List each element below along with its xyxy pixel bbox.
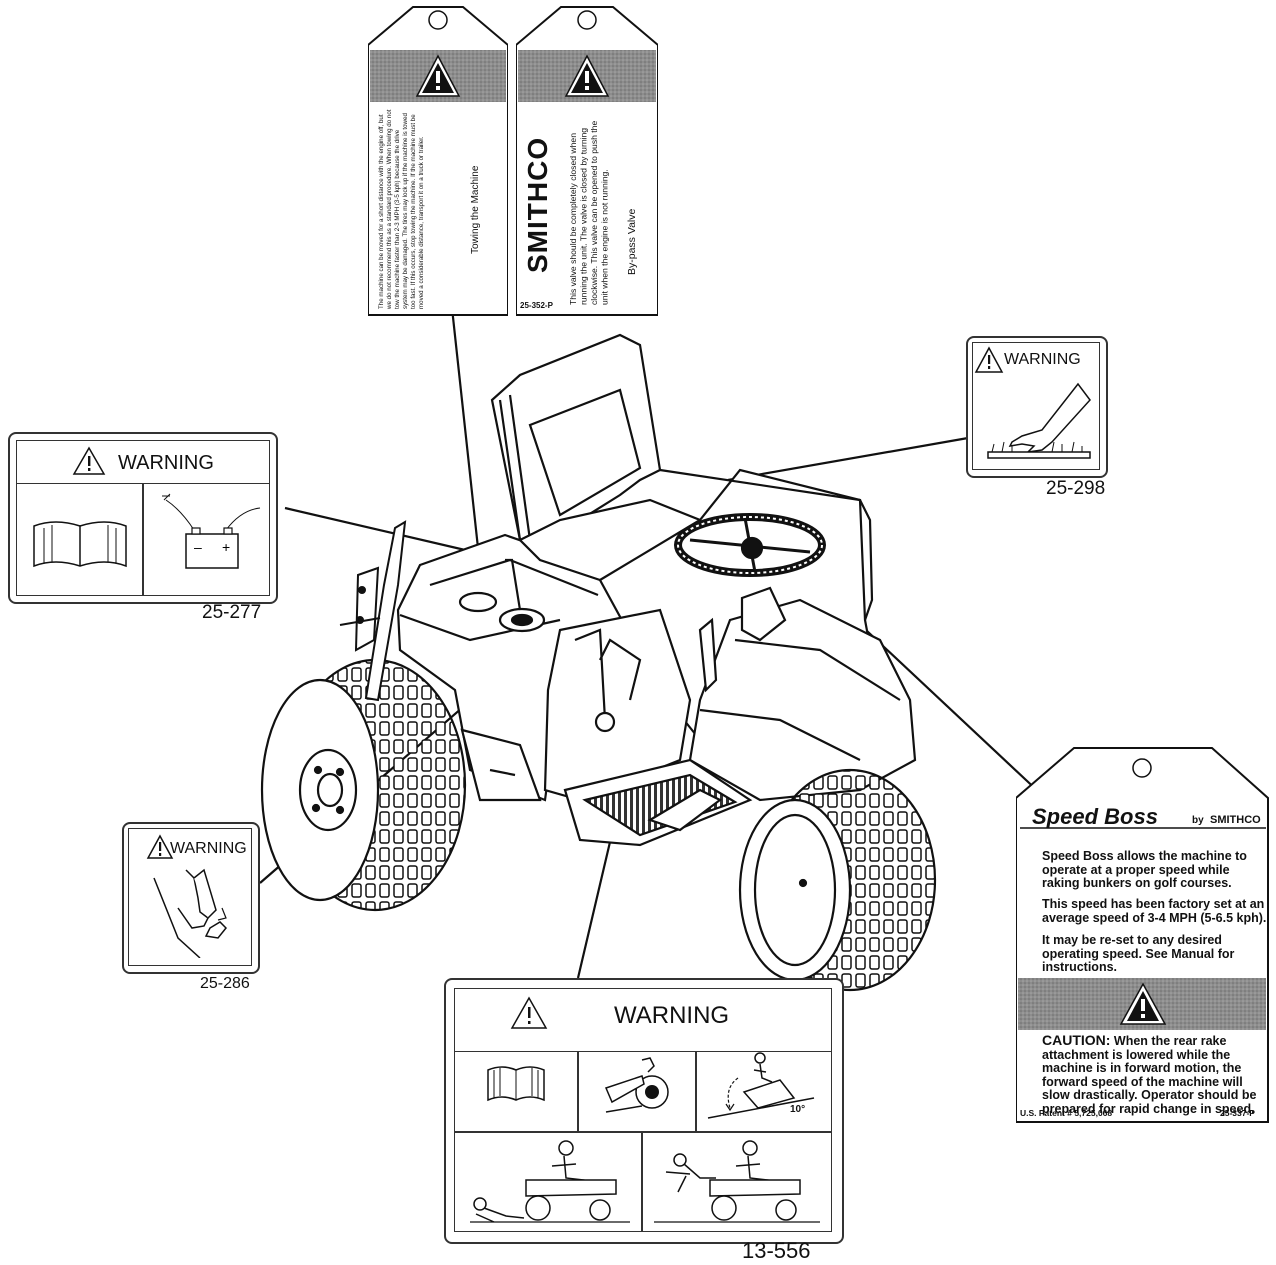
bypass-title: By-pass Valve	[626, 208, 638, 275]
towing-hang-tag: Towing the Machine The machine can be mo…	[368, 5, 508, 317]
part-number-25-286: 25-286	[200, 975, 250, 992]
caution-text: When the rear rake attachment is lowered…	[1042, 1034, 1257, 1116]
warning-triangle-icon	[1119, 982, 1167, 1025]
bypass-hang-tag: By-pass Valve This valve should be compl…	[516, 5, 658, 317]
warning-text: WARNING	[1004, 351, 1081, 368]
svg-text:+: +	[222, 539, 230, 555]
label-13-556: WARNING 10°	[444, 978, 844, 1244]
warning-text: WARNING	[170, 840, 247, 857]
bypass-body-text: This valve should be completely closed w…	[568, 120, 610, 305]
warning-text: WARNING	[614, 1002, 730, 1029]
speed-boss-patent: U.S. Patent # 5,725,068	[1020, 1108, 1113, 1118]
speed-boss-title: Speed Boss	[1032, 804, 1158, 829]
label-25-286: WARNING	[122, 822, 260, 974]
slope-angle-text: 10°	[790, 1104, 806, 1115]
bypass-part-number: 25-352-P	[520, 301, 553, 310]
warning-triangle-icon	[564, 54, 610, 97]
speed-boss-paragraph-2: This speed has been factory set at an av…	[1042, 897, 1267, 925]
speed-boss-brand: SMITHCO	[1210, 814, 1261, 826]
rotating-part-icon	[604, 1057, 669, 1113]
speed-boss-part-number: 25-337-P	[1220, 1108, 1255, 1118]
hot-surface-icon	[987, 382, 1091, 459]
rake-arm	[339, 520, 407, 702]
towing-title: Towing the Machine	[470, 165, 481, 255]
left-rear-wheel	[260, 658, 467, 912]
speed-boss-paragraph-1: Speed Boss allows the machine to operate…	[1042, 849, 1247, 890]
manual-book-icon	[487, 1066, 545, 1102]
speed-boss-hang-tag: Speed Boss by SMITHCO Speed Boss allows …	[1016, 746, 1270, 1126]
run-over-icon	[470, 1140, 630, 1223]
caution-lead: CAUTION:	[1042, 1032, 1111, 1048]
bypass-brand: SMITHCO	[522, 136, 553, 274]
warning-text: WARNING	[118, 452, 214, 474]
svg-text:–: –	[194, 539, 202, 555]
run-over-icon	[654, 1140, 820, 1223]
battery-icon: – +	[162, 493, 261, 569]
speed-boss-by: by	[1192, 815, 1204, 826]
towing-body-text: The machine can be moved for a short dis…	[378, 109, 425, 310]
warning-triangle-icon	[415, 54, 461, 97]
speed-boss-caution: CAUTION: When the rear rake attachment i…	[1042, 1032, 1264, 1116]
slope-tip-icon	[707, 1052, 815, 1119]
warning-triangle-icon	[974, 346, 1004, 373]
machine-body	[396, 333, 917, 847]
label-25-277: WARNING – +	[8, 432, 278, 604]
hand-pinch-icon	[153, 868, 228, 958]
part-number-25-298: 25-298	[1046, 478, 1106, 499]
warning-triangle-icon	[146, 834, 174, 859]
warning-triangle-icon	[510, 996, 548, 1029]
right-front-wheel	[738, 768, 937, 992]
manual-book-icon	[33, 521, 127, 568]
part-number-25-277: 25-277	[202, 602, 262, 623]
label-25-298: WARNING	[966, 336, 1108, 478]
warning-triangle-icon	[72, 446, 106, 475]
part-number-13-556: 13-556	[742, 1238, 811, 1263]
speed-boss-paragraph-3: It may be re-set to any desired operatin…	[1042, 933, 1235, 974]
